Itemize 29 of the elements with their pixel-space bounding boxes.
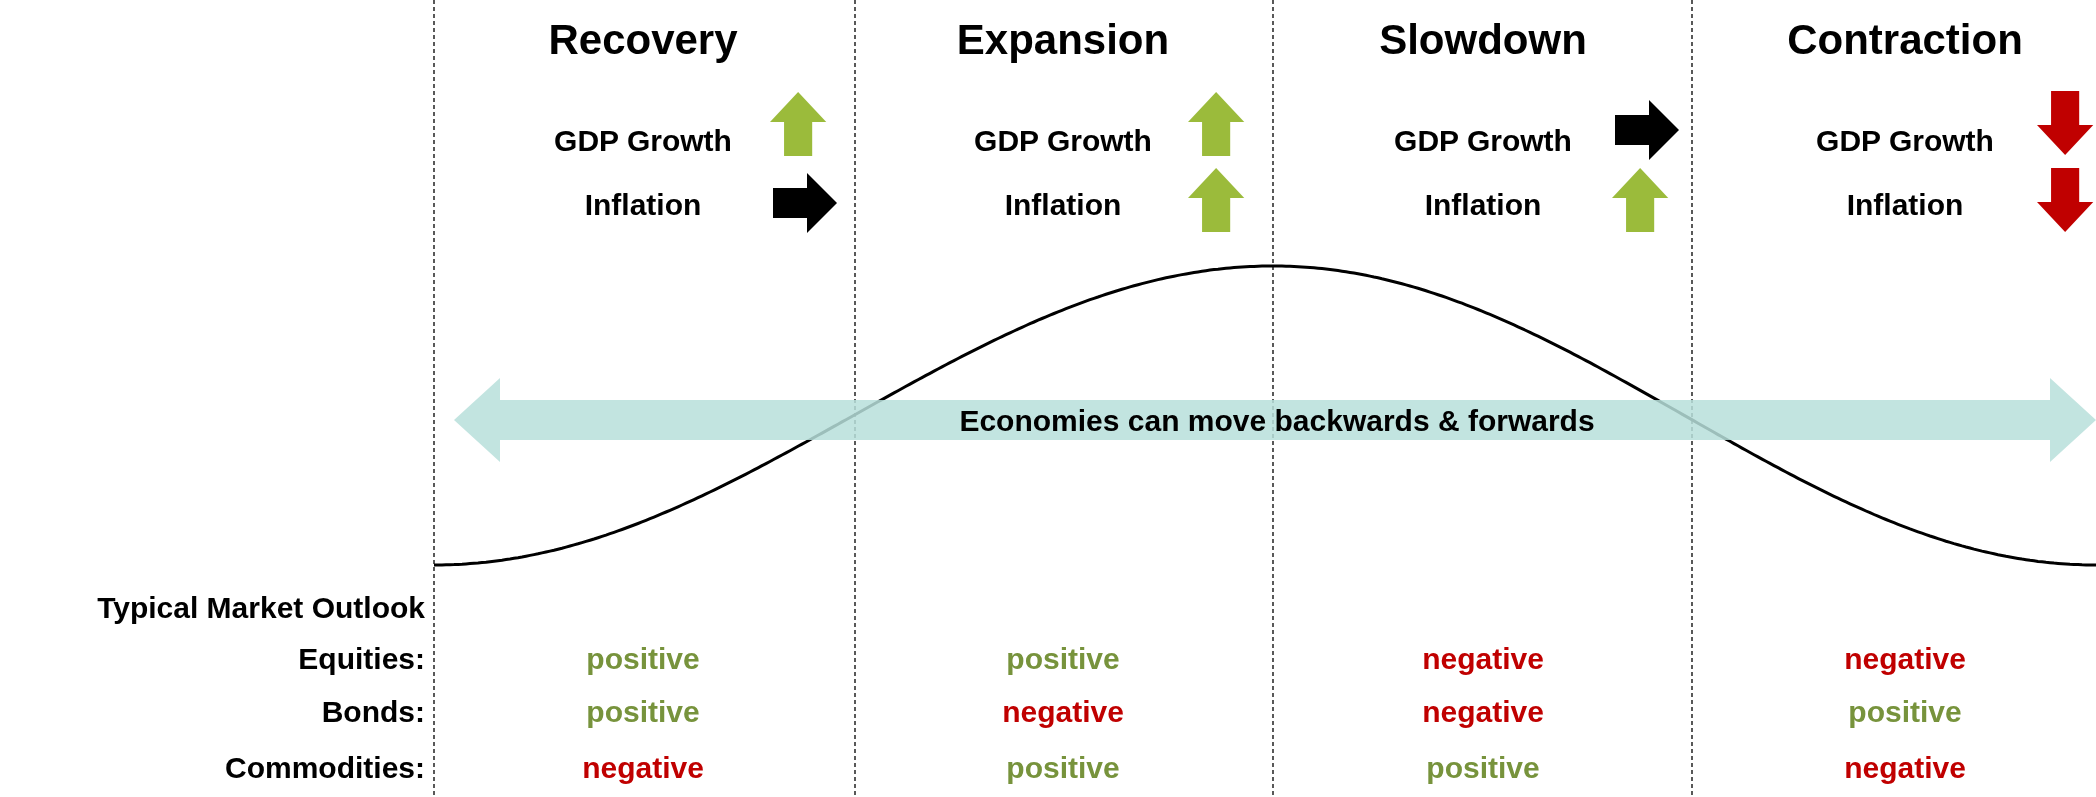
asset-label: Commodities: (225, 751, 425, 785)
outlook-value: negative (582, 751, 704, 785)
phase-heading: Recovery (548, 16, 738, 64)
indicator-label: Inflation (1846, 188, 1964, 222)
phase-heading: Slowdown (1379, 16, 1587, 64)
outlook-value: negative (1844, 642, 1966, 676)
outlook-value: positive (586, 695, 700, 729)
outlook-value: negative (1422, 695, 1544, 729)
indicator-label: Inflation (1004, 188, 1122, 222)
section-heading: Typical Market Outlook (97, 591, 425, 625)
outlook-value: positive (1006, 751, 1120, 785)
asset-label: Equities: (298, 642, 425, 676)
indicator-label: GDP Growth (554, 124, 732, 158)
indicator-label: GDP Growth (1394, 124, 1572, 158)
outlook-value: positive (1006, 642, 1120, 676)
phase-heading: Contraction (1787, 16, 2023, 64)
indicator-label: Inflation (584, 188, 702, 222)
asset-label: Bonds: (321, 695, 425, 729)
indicator-label: GDP Growth (974, 124, 1152, 158)
indicator-label: Inflation (1424, 188, 1542, 222)
arrow-label: Economies can move backwards & forwards (959, 404, 1595, 438)
outlook-value: negative (1844, 751, 1966, 785)
phase-heading: Expansion (956, 16, 1170, 64)
outlook-value: positive (1848, 695, 1962, 729)
indicator-label: GDP Growth (1816, 124, 1994, 158)
outlook-value: negative (1422, 642, 1544, 676)
outlook-value: positive (586, 642, 700, 676)
outlook-value: negative (1002, 695, 1124, 729)
outlook-value: positive (1426, 751, 1540, 785)
